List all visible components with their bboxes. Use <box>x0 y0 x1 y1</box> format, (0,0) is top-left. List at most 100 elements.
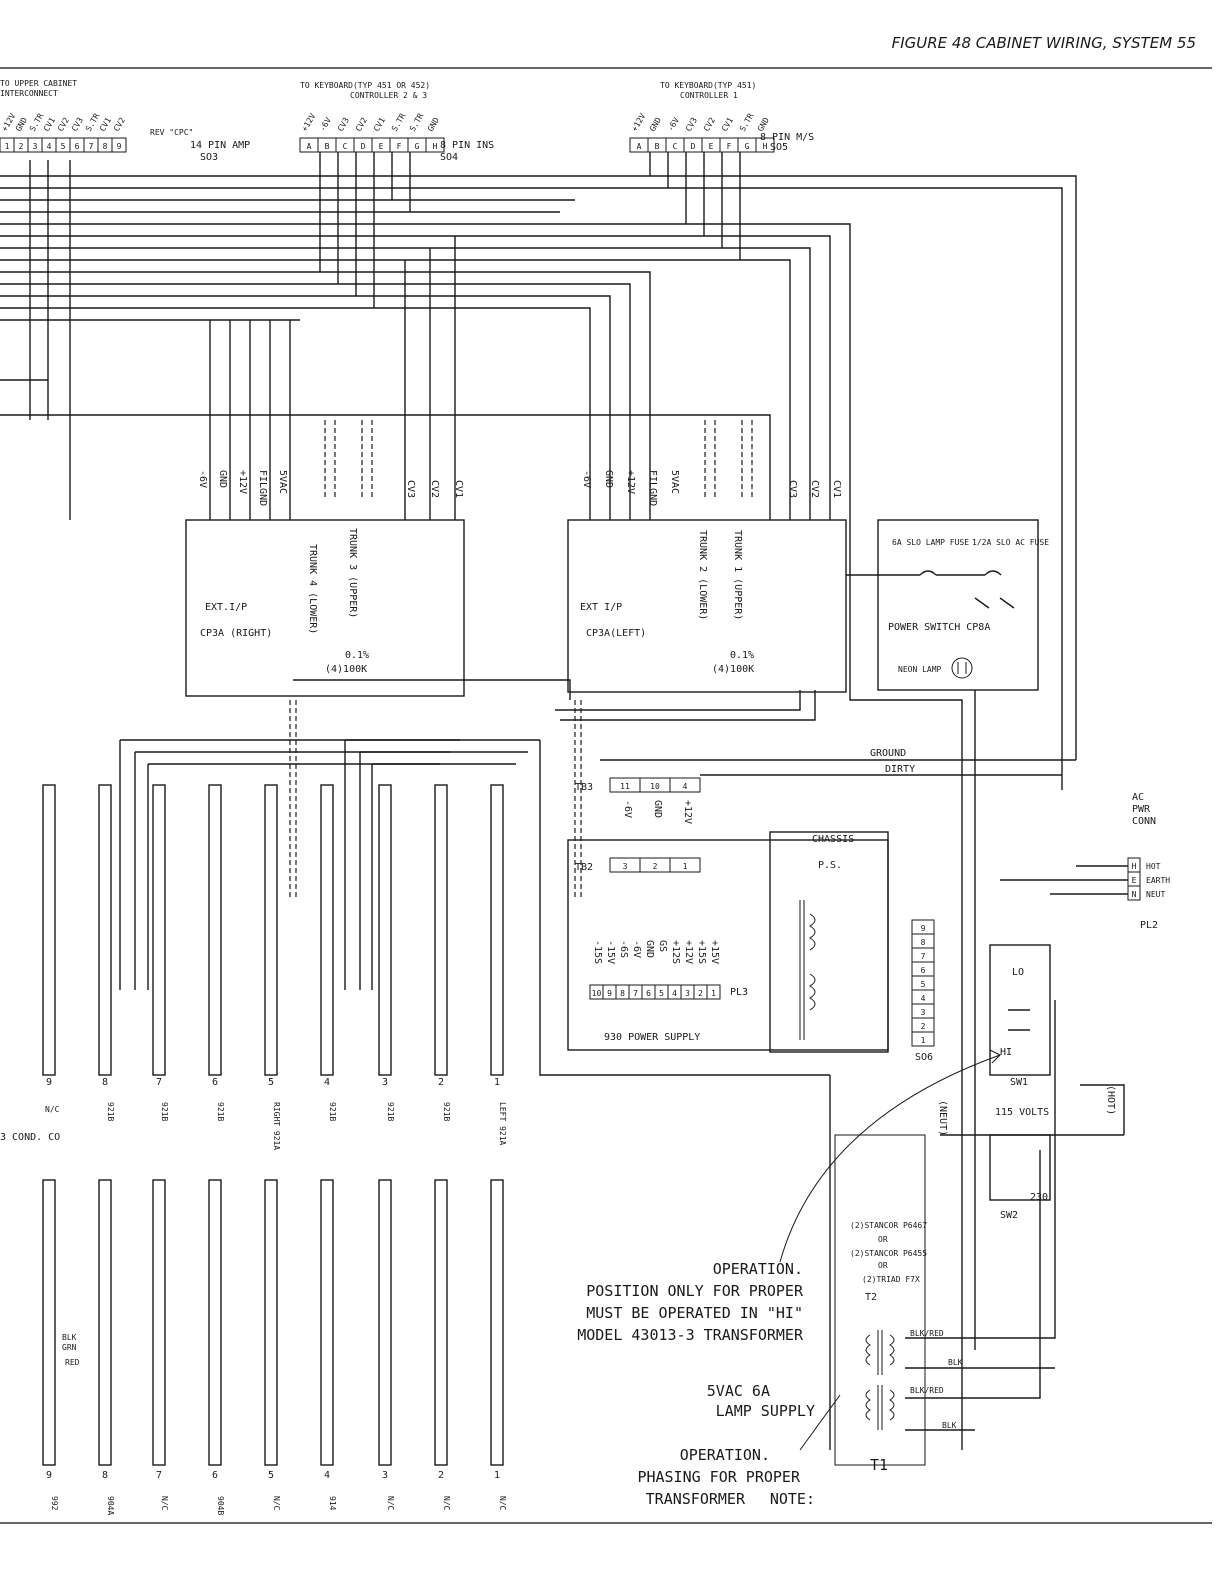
s05-pin-box-7 <box>755 137 775 153</box>
s05-group: CONTROLLER 1 <box>680 91 738 100</box>
module-upper-slot-8 <box>42 784 56 1076</box>
module-upper-slot-5 <box>208 784 222 1076</box>
cp3a-left-sig-0: -6V <box>581 470 592 488</box>
module-lower-type-4: N/C <box>272 1496 281 1511</box>
pl3-pin-7: 3 <box>685 989 690 998</box>
pl3-sig-6: +12S <box>670 940 681 964</box>
cp3a-right-sig-0: -6V <box>197 470 208 488</box>
sw2-230: 230 <box>1030 1192 1048 1203</box>
module-upper-slot-7 <box>98 784 112 1076</box>
note-phasing-3: OPERATION. <box>680 1446 770 1464</box>
s05-pin-2: C <box>673 142 678 151</box>
cp3a-left-tol: 0.1% <box>730 650 754 661</box>
module-upper-num-0: 1 <box>494 1077 500 1088</box>
s04-sub: TO KEYBOARD(TYP 451 OR 452) <box>300 81 430 90</box>
cp3a-right-trunk3: TRUNK 3 (UPPER) <box>347 528 358 618</box>
sw1-hi: HI <box>1000 1047 1012 1058</box>
cp3a-right-sig-1: GND <box>217 470 228 488</box>
cp8a-fuse-lamp: 6A SLO LAMP FUSE <box>892 538 969 547</box>
sw1-name: SW1 <box>1010 1077 1028 1088</box>
tb3-pin-box-2 <box>669 777 701 793</box>
module-lower-slot-7 <box>98 1179 112 1466</box>
pl2-conn-1: AC <box>1132 792 1144 803</box>
sw2-name: SW2 <box>1000 1210 1018 1221</box>
misc-red: RED <box>65 1358 80 1367</box>
misc-blk: BLK <box>62 1333 77 1342</box>
s03-sig-8: CV2 <box>112 116 127 133</box>
pl3-sig-8: +15S <box>696 940 707 964</box>
cp3a-right-sig-2: +12V <box>237 470 248 494</box>
tb2-ps: P.S. <box>818 860 842 871</box>
module-upper-type-6: 921B <box>160 1102 169 1121</box>
s05-sig-4: CV2 <box>702 116 717 133</box>
note-phasing-head: NOTE: <box>770 1490 815 1508</box>
cp3a-left-cv-1: CV2 <box>809 480 820 498</box>
module-lower-slot-8 <box>42 1179 56 1466</box>
sw1-contacts <box>1008 1009 1030 1031</box>
module-lower-num-8: 9 <box>46 1470 52 1481</box>
s05-sig-7: GND <box>756 116 771 133</box>
s03-group: INTERCONNECT <box>0 89 58 98</box>
module-lower-type-6: N/C <box>160 1496 169 1511</box>
tb2-pin-0: 3 <box>623 862 628 871</box>
fuse-icons <box>919 570 1002 576</box>
s03-pin-box-8 <box>111 137 127 153</box>
cp3a-left-trunk2: TRUNK 2 (LOWER) <box>697 530 708 620</box>
s04-sig-1: -6V <box>318 116 333 133</box>
s05-pin-5: F <box>727 142 732 151</box>
cp3a-left-sig-4: 5VAC <box>669 470 680 494</box>
power-supply-inner <box>769 831 889 1053</box>
cp3a-right-ext: EXT.I/P <box>205 602 247 613</box>
cp8a-box <box>877 519 1039 691</box>
t2-name: T2 <box>865 1292 877 1303</box>
transformer-coils <box>865 1000 1056 1431</box>
tb3-name: TB3 <box>575 782 593 793</box>
s05-sig-6: S.TR <box>738 112 756 133</box>
pl3-pin-6: 4 <box>672 989 677 998</box>
module-lower-num-0: 1 <box>494 1470 500 1481</box>
pl3-pin-4: 6 <box>646 989 651 998</box>
sw2-hot: (HOT) <box>1105 1085 1116 1115</box>
module-lower-slot-1 <box>434 1179 448 1466</box>
module-upper-type-2: 921B <box>386 1102 395 1121</box>
module-lower-type-3: 914 <box>328 1496 337 1511</box>
note-lamp-2: 5VAC 6A <box>707 1382 770 1400</box>
s03-pin-6: 7 <box>89 142 94 151</box>
s03-pin-8: 9 <box>117 142 122 151</box>
s05-pin-7: H <box>763 142 768 151</box>
module-lower-num-2: 3 <box>382 1470 388 1481</box>
s04-desc: 8 PIN INS <box>440 140 494 151</box>
neon-lamp-icon <box>951 657 973 679</box>
pl3-sig-7: +12V <box>683 940 694 964</box>
ground-label: GROUND <box>870 748 906 759</box>
nc-label: N/C <box>45 1105 60 1114</box>
s04-pin-3: D <box>361 142 366 151</box>
t2-opt-3: (2)STANCOR P6455 <box>850 1249 927 1258</box>
s04-pin-2: C <box>343 142 348 151</box>
t2-opt-1: (2)TRIAD F7X <box>862 1275 920 1284</box>
module-lower-slot-5 <box>208 1179 222 1466</box>
module-bus <box>119 679 830 1076</box>
s04-pin-1: B <box>325 142 330 151</box>
cp8a-name: POWER SWITCH CP8A <box>888 622 990 633</box>
s04-sig-0: +12V <box>300 112 318 133</box>
note-model-3: POSITION ONLY FOR PROPER <box>586 1282 804 1300</box>
sw2-neut: (NEUT) <box>937 1100 948 1136</box>
transformer-frame <box>834 1134 926 1466</box>
pl3-pin-box-9 <box>706 984 721 1000</box>
module-upper-slot-2 <box>378 784 392 1076</box>
note-model-arrow <box>779 1054 1001 1263</box>
module-upper-type-4: RIGHT 921A <box>272 1102 281 1150</box>
s03-sig-5: CV3 <box>70 116 85 133</box>
s03-sig-1: GND <box>14 116 29 133</box>
module-lower-slot-6 <box>152 1179 166 1466</box>
module-lower-type-2: N/C <box>386 1496 395 1511</box>
s04-pin-7: H <box>433 142 438 151</box>
s05-pin-1: B <box>655 142 660 151</box>
s05-pin-0: A <box>637 142 642 151</box>
pl3-pin-2: 8 <box>620 989 625 998</box>
module-upper-slot-6 <box>152 784 166 1076</box>
